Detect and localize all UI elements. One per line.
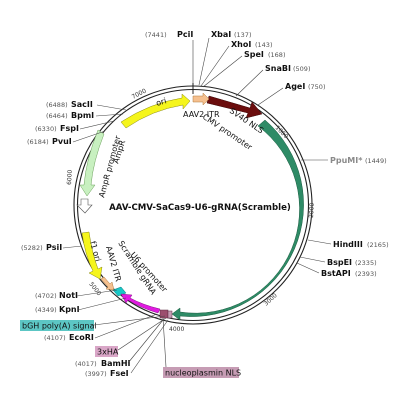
site-pos: (143) bbox=[255, 41, 272, 49]
site-name: SpeI bbox=[244, 50, 264, 59]
bgh-polya-box bbox=[20, 320, 94, 331]
sacas9-label: SaCas9 bbox=[275, 215, 294, 246]
site-pos: (6464) bbox=[46, 112, 68, 120]
scramble-grna-feature bbox=[112, 286, 127, 297]
nucleoplasmin-nls-box bbox=[163, 367, 239, 378]
sv40-nls-feature bbox=[206, 95, 263, 119]
aav2-itr-top-feature bbox=[192, 92, 210, 106]
site-name: FseI bbox=[110, 369, 129, 378]
3xha-box bbox=[95, 346, 118, 357]
site-name: PciI bbox=[177, 30, 193, 39]
nls-block bbox=[159, 309, 169, 319]
site-name: BspEI bbox=[327, 258, 352, 267]
ori-label: ori bbox=[155, 96, 168, 108]
site-pos: (750) bbox=[308, 83, 325, 91]
site-pos: (4017) bbox=[75, 360, 97, 368]
ampr-feature bbox=[79, 129, 105, 197]
ampr-promoter-feature bbox=[76, 198, 93, 214]
site-name: PvuI bbox=[52, 137, 72, 146]
3xha-block bbox=[167, 310, 173, 319]
ampr-promoter-label: AmpR promoter bbox=[97, 134, 122, 198]
site-name: XbaI bbox=[211, 30, 231, 39]
bgh-polya-label: bGH poly(A) signal bbox=[22, 322, 97, 331]
site-name: BstAPI bbox=[321, 269, 351, 278]
site-name: SacII bbox=[71, 100, 93, 109]
site-name: AgeI bbox=[285, 82, 305, 91]
site-pos: (2165) bbox=[367, 241, 389, 249]
site-pos: (6184) bbox=[27, 138, 49, 146]
site-pos: (2393) bbox=[355, 270, 377, 278]
site-pos: (4349) bbox=[35, 306, 57, 314]
site-pos: (4702) bbox=[35, 292, 57, 300]
site-pos: (137) bbox=[234, 31, 251, 39]
site-name: PpuMI* bbox=[330, 156, 363, 165]
site-name: FspI bbox=[60, 124, 79, 133]
site-name: KpnI bbox=[59, 305, 80, 314]
site-pos: (5282) bbox=[21, 244, 43, 252]
aav2-itr-top-label: AAV2 ITR bbox=[183, 110, 220, 119]
site-name: SnaBI bbox=[265, 64, 291, 73]
tick-5000: 5000 bbox=[87, 281, 102, 297]
site-pos: (6488) bbox=[46, 101, 68, 109]
f1-ori-feature bbox=[81, 231, 103, 280]
site-pos: (168) bbox=[268, 51, 285, 59]
tick-6000: 6000 bbox=[66, 169, 74, 185]
tick-2000: 2000 bbox=[308, 202, 316, 218]
site-pos: (2335) bbox=[355, 259, 377, 267]
sacas9-feature bbox=[171, 119, 304, 321]
aav2-itr-bottom-label: AAV2 ITR bbox=[104, 245, 123, 283]
site-name: BamHI bbox=[101, 359, 131, 368]
site-pos: (3997) bbox=[85, 370, 107, 378]
tick-3000: 3000 bbox=[263, 292, 279, 308]
site-name: PsiI bbox=[46, 243, 62, 252]
site-name: EcoRI bbox=[69, 333, 94, 342]
site-name: HindIII bbox=[333, 240, 363, 249]
site-pos: (1449) bbox=[365, 157, 387, 165]
site-name: NotI bbox=[59, 291, 78, 300]
3xha-label: 3xHA bbox=[97, 348, 119, 357]
tick-4000: 4000 bbox=[169, 326, 184, 333]
nucleoplasmin-nls-label: nucleoplasmin NLS bbox=[165, 369, 241, 378]
ori-feature bbox=[120, 93, 191, 129]
site-pos: (509) bbox=[293, 65, 310, 73]
site-name: XhoI bbox=[231, 40, 251, 49]
site-pos: (4107) bbox=[44, 334, 66, 342]
site-pos: (6330) bbox=[35, 125, 57, 133]
site-name: BpmI bbox=[71, 111, 94, 120]
site-pos: (7441) bbox=[145, 31, 167, 39]
aav2-itr-bottom-feature bbox=[100, 276, 115, 291]
plasmid-title: AAV-CMV-SaCas9-U6-gRNA(Scramble) bbox=[109, 203, 291, 213]
